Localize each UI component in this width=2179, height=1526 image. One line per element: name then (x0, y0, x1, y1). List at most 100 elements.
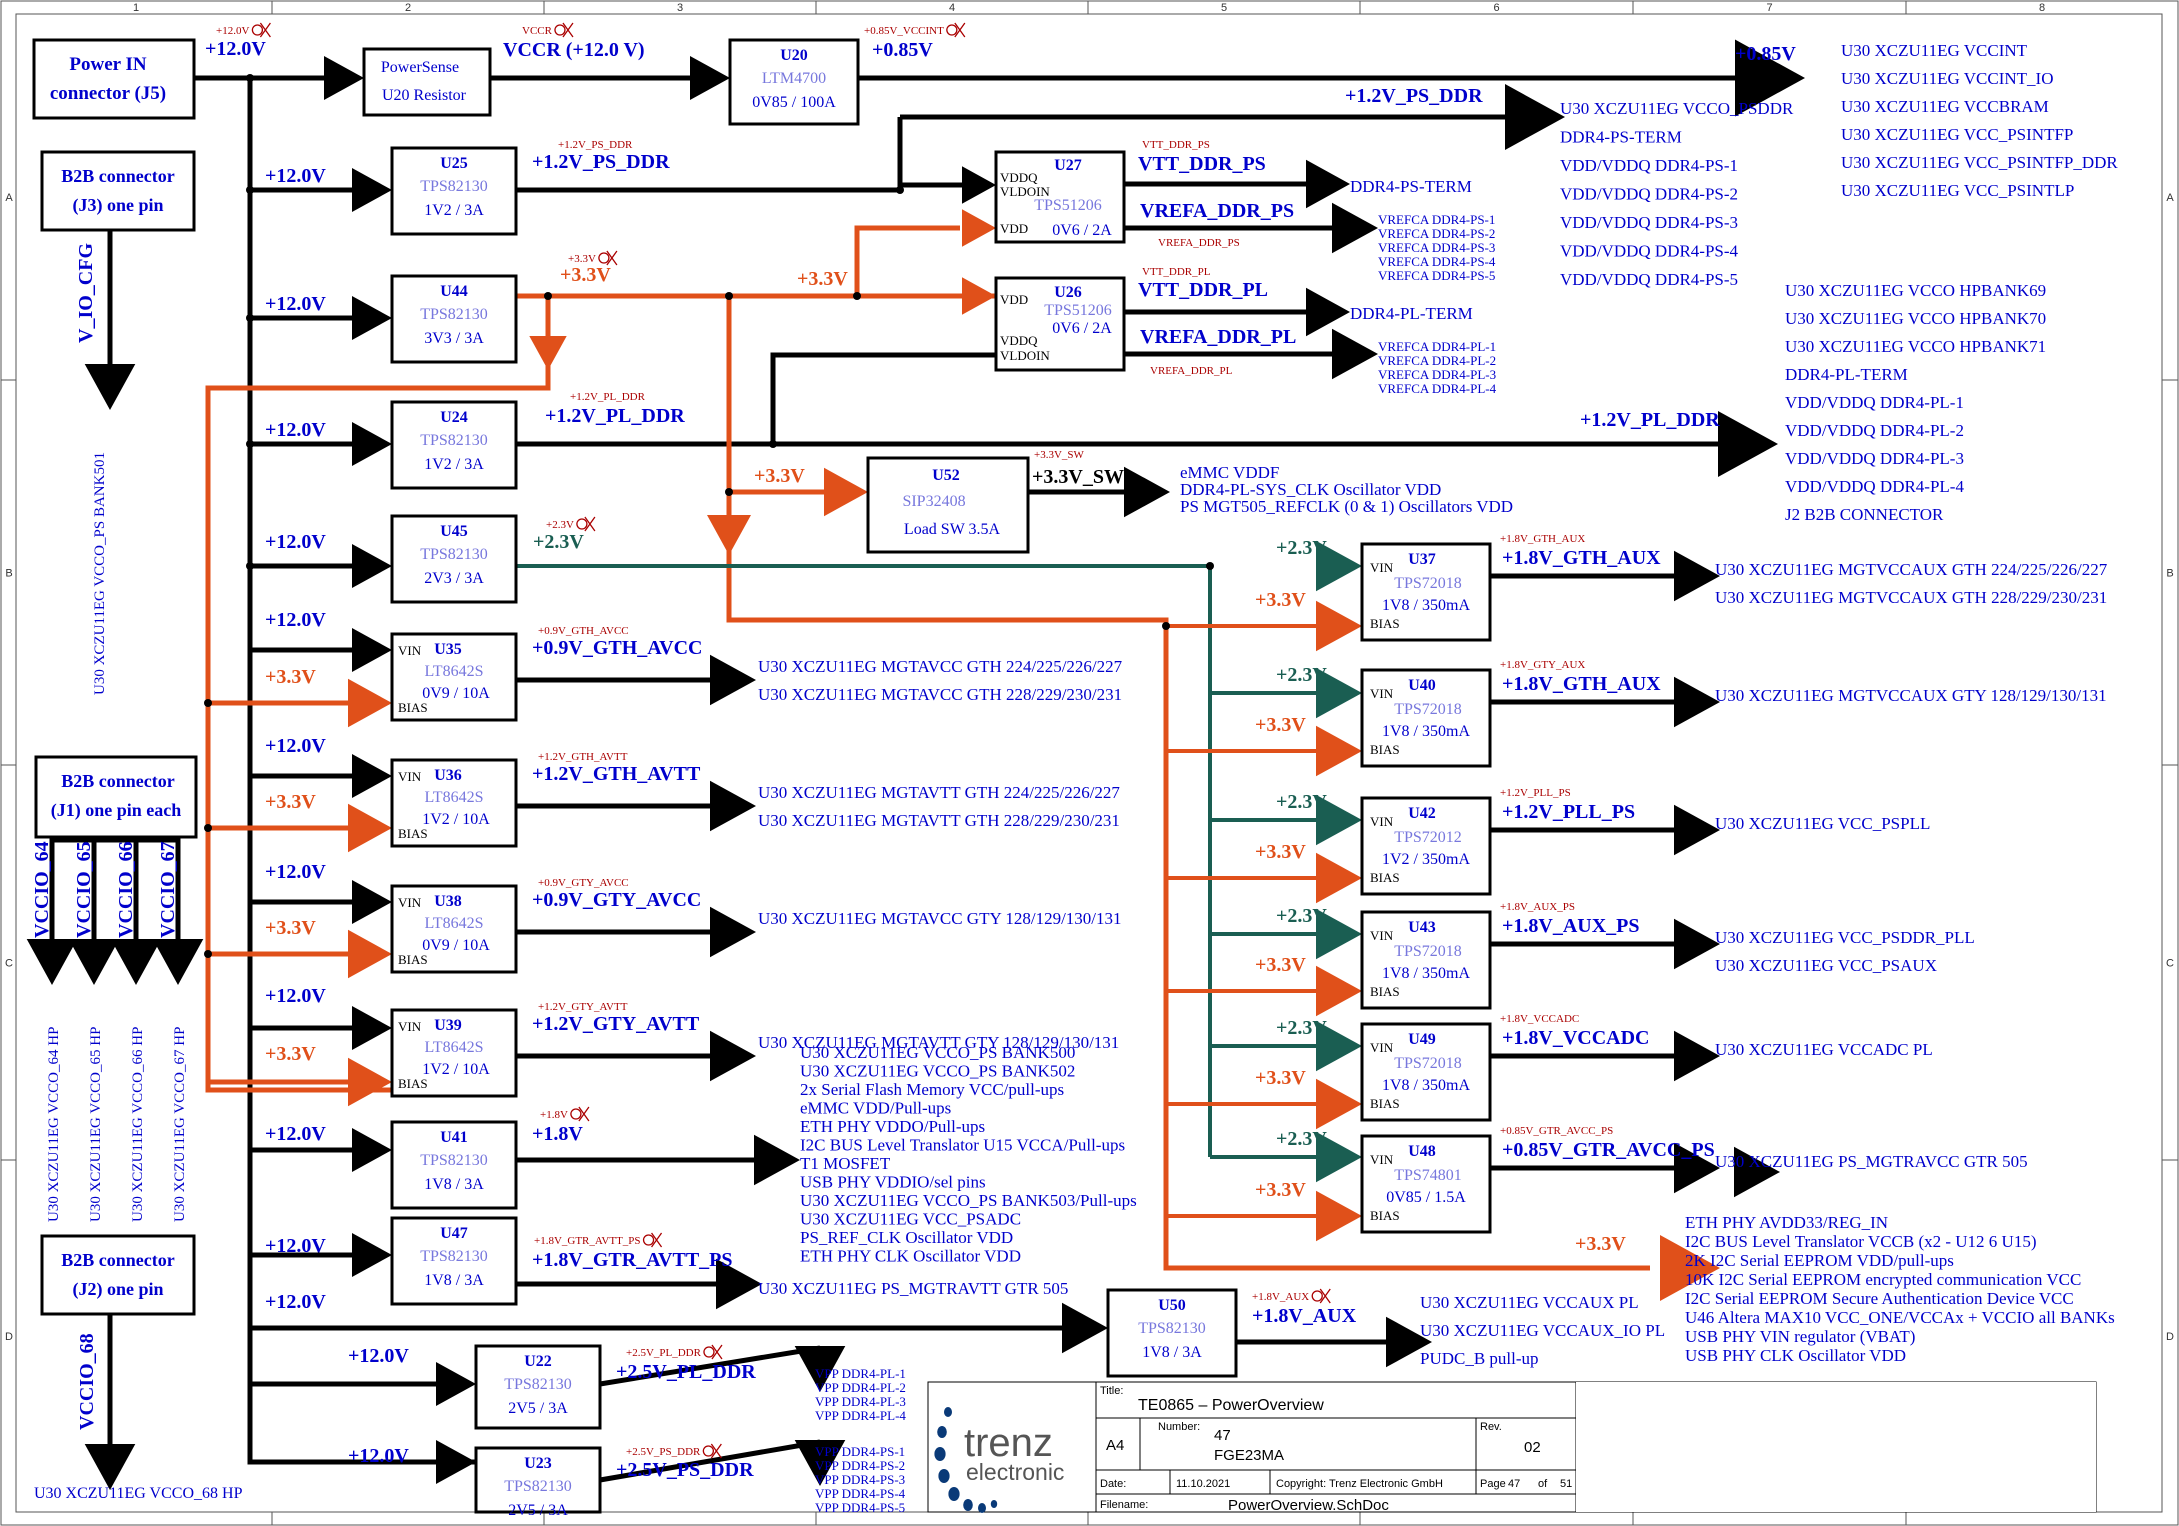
net-33v-bias: +3.3V (265, 791, 316, 813)
component-u50-part: TPS82130 (1138, 1320, 1206, 1337)
component-u43 (1360, 910, 1492, 1010)
junction-dot (544, 292, 552, 300)
load-vrefa-ps: VREFCA DDR4-PS-1 (1378, 212, 1495, 227)
net-flag-u49: +1.8V_VCCADC (1500, 1013, 1579, 1025)
component-u47-rating: 1V8 / 3A (424, 1272, 484, 1289)
net-flag-u23: +2.5V_PS_DDR (626, 1446, 701, 1458)
wire-33-left-bus (205, 296, 551, 1093)
net-out-u22: +2.5V_PL_DDR (616, 1361, 756, 1383)
junction-dot (853, 292, 861, 300)
load-u38: U30 XCZU11EG MGTAVCC GTY 128/129/130/131 (758, 909, 1122, 928)
component-u49-part: TPS72018 (1394, 1055, 1462, 1072)
load-u37: U30 XCZU11EG MGTVCCAUX GTH 224/225/226/2… (1715, 560, 2108, 579)
pin-vin: VIN (398, 1019, 422, 1034)
load-u41: 2x Serial Flash Memory VCC/pull-ups (800, 1080, 1064, 1099)
net-12v-u23: +12.0V (348, 1445, 409, 1467)
net-out-u39: +1.2V_GTY_AVTT (532, 1013, 700, 1035)
component-u45 (390, 514, 518, 604)
wire-12v-u23-head (436, 1440, 476, 1484)
grid-row-label: D (2166, 1331, 2174, 1343)
wire-12v-u24-head (352, 422, 392, 466)
no-erc-cross-icon (584, 516, 596, 532)
load-u39: U30 XCZU11EG MGTAVTT GTY 128/129/130/131 (758, 1033, 1119, 1052)
wire-j2-down-head (84, 1444, 136, 1490)
load-plddr: U30 XCZU11EG VCCO HPBANK70 (1785, 309, 2046, 328)
net-flag-p12: +12.0V (216, 25, 249, 37)
net-12v-u47: +12.0V (265, 1235, 326, 1257)
net-out-u36: +1.2V_GTH_AVTT (532, 763, 701, 785)
net-vrefa-ps: VREFA_DDR_PS (1140, 200, 1294, 222)
logo-dot-icon (990, 1500, 998, 1508)
load-vrefa-pl: VREFCA DDR4-PL-1 (1378, 339, 1496, 354)
net-flag-p085: +0.85V_VCCINT (864, 25, 944, 37)
load-vcco-hp-3: U30 XCZU11EG VCCO_67 HP (172, 1027, 188, 1222)
component-u45-ref: U45 (440, 523, 468, 540)
load-p33: U46 Altera MAX10 VCC_ONE/VCCAx + VCCIO a… (1685, 1308, 2115, 1327)
component-u27-part: TPS51206 (1034, 197, 1102, 214)
net-out-u42: +1.2V_PLL_PS (1502, 801, 1635, 823)
component-u23-rating: 2V5 / 3A (508, 1502, 568, 1519)
page-value: 47 (1508, 1478, 1520, 1490)
component-u22-part: TPS82130 (504, 1376, 572, 1393)
wire-33-bias-head-u49 (1316, 1078, 1362, 1130)
grid-row-label: C (5, 958, 13, 970)
net-out-u49: +1.8V_VCCADC (1502, 1027, 1650, 1049)
pin-vin: VIN (1370, 686, 1394, 701)
wire-33-u27-head (962, 209, 996, 247)
component-u40 (1360, 668, 1492, 768)
page-label: Page (1480, 1478, 1506, 1490)
component-u44-rating: 3V3 / 3A (424, 330, 484, 347)
load-u22: VPP DDR4-PL-2 (815, 1380, 906, 1395)
net-flag-u37: +1.8V_GTH_AUX (1500, 533, 1585, 545)
grid-col-label: 6 (1493, 2, 1499, 14)
component-u36 (390, 758, 518, 848)
wire-33-bias-head-u43 (1316, 965, 1362, 1017)
load-u23: VPP DDR4-PS-1 (815, 1444, 905, 1459)
load-p33: ETH PHY AVDD33/REG_IN (1685, 1213, 1888, 1232)
wire-j1-3-head (152, 939, 204, 985)
component-u24-part: TPS82130 (420, 432, 488, 449)
net-12v-pl-ddr-right: +1.2V_PL_DDR (1580, 409, 1720, 431)
component-u50 (1106, 1288, 1238, 1378)
component-u23-ref: U23 (524, 1455, 552, 1472)
component-u23 (474, 1446, 602, 1514)
net-flag-u45: +2.3V (546, 519, 574, 531)
load-sw: eMMC VDDF (1180, 463, 1279, 482)
net-vrefa-pl: VREFA_DDR_PL (1140, 326, 1296, 348)
number-value: 47 (1214, 1427, 1231, 1444)
net-33v-u49: +3.3V (1255, 1067, 1306, 1089)
load-u23: VPP DDR4-PS-5 (815, 1500, 905, 1515)
component-u47-ref: U47 (440, 1225, 468, 1242)
component-u42 (1360, 796, 1492, 896)
connector-j3 (40, 150, 196, 232)
component-u23-part: TPS82130 (504, 1478, 572, 1495)
no-erc-cross-icon (606, 250, 618, 266)
component-u48-part: TPS74801 (1394, 1167, 1462, 1184)
component-u24 (390, 400, 518, 490)
net-23v-u43: +2.3V (1276, 905, 1327, 927)
connector-j5-title: Power IN (69, 54, 146, 75)
component-u39-ref: U39 (434, 1017, 462, 1034)
component-u41-rating: 1V8 / 3A (424, 1176, 484, 1193)
no-erc-cross-icon (711, 1344, 723, 1360)
wire-out-u36-head (710, 780, 756, 832)
component-u52-rating: Load SW 3.5A (904, 521, 1001, 538)
load-vccint: U30 XCZU11EG VCCINT (1841, 41, 2028, 60)
net-33v-bias: +3.3V (265, 917, 316, 939)
net-out-u23: +2.5V_PS_DDR (616, 1459, 754, 1481)
logo-word-electronic: electronic (966, 1459, 1064, 1485)
number2-value: FGE23MA (1214, 1447, 1284, 1464)
wire-23-head-u40 (1316, 667, 1362, 719)
load-p33: 2K I2C Serial EEPROM VDD/pull-ups (1685, 1251, 1954, 1270)
load-vccint: U30 XCZU11EG VCC_PSINTLP (1841, 181, 2074, 200)
net-33v-u42: +3.3V (1255, 841, 1306, 863)
load-p33: I2C BUS Level Translator VCCB (x2 - U12 … (1685, 1232, 2037, 1251)
grid-row-label: A (5, 192, 13, 204)
load-psddr: VDD/VDDQ DDR4-PS-4 (1560, 242, 1739, 261)
pin-vdd: VDD (1000, 292, 1028, 307)
wire-33-bias-head-u40 (1316, 725, 1362, 777)
wire-33-arrow-head2 (707, 515, 751, 555)
net-33v-bias: +3.3V (265, 1043, 316, 1065)
connector-j1-subtitle: (J1) one pin each (51, 800, 182, 821)
grid-col-label: 4 (949, 2, 955, 14)
